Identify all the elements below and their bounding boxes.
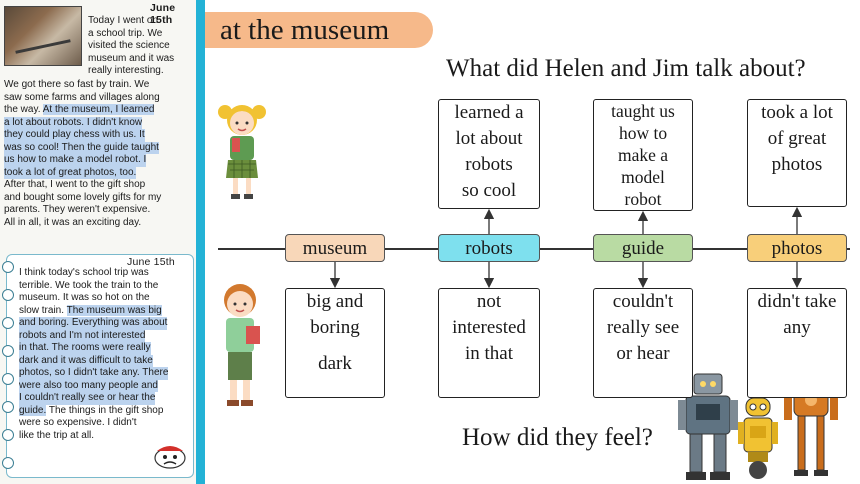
- diary-date: June 15th: [127, 256, 175, 268]
- note-line: of great: [767, 128, 827, 149]
- highlight-text: robots and I'm not interested: [19, 329, 146, 342]
- note-line: or hear: [616, 343, 670, 364]
- note-line: couldn't: [612, 291, 674, 312]
- diary-line: museum. It was so hot on the: [19, 292, 150, 303]
- jim-note-guide: couldn't really see or hear: [593, 288, 693, 398]
- binder-ring: [2, 457, 14, 469]
- note-line: really see: [606, 317, 680, 338]
- highlight-text: was so cool! Then the guide taught: [4, 141, 159, 154]
- question-bottom: How did they feel?: [462, 424, 653, 451]
- diary-line: visited the science: [88, 40, 170, 51]
- note-line: didn't take: [757, 291, 837, 312]
- note-line: learned a: [454, 102, 524, 123]
- diary-line: parents. They weren't expensive.: [4, 204, 151, 215]
- highlight-text: dark and it was difficult to take: [19, 354, 153, 367]
- gray-robot-icon: [678, 373, 738, 480]
- helen-diary: June 15th Today I went on a school trip.…: [0, 0, 196, 250]
- diary-line: a school trip. We: [88, 27, 163, 39]
- highlight-text: in that. The rooms were really: [19, 342, 151, 355]
- highlight-text: At the museum, I learned: [42, 104, 155, 115]
- topic-robots: robots: [438, 234, 540, 262]
- diary-line: really interesting.: [88, 65, 164, 76]
- diary-body: I think today's school trip was terrible…: [19, 267, 193, 442]
- diary-line: were so expensive. I didn't: [19, 417, 137, 428]
- divider-strip: [196, 0, 205, 484]
- note-line: boring: [310, 317, 360, 338]
- note-line: any: [783, 317, 811, 338]
- angry-face-icon: [154, 446, 186, 469]
- highlight-text: and boring. Everything was about: [19, 317, 168, 330]
- diary-line: All in all, it was an exciting day.: [4, 216, 142, 228]
- binder-ring: [2, 317, 14, 329]
- note-line: photos: [771, 154, 823, 175]
- diary-line: terrible. We took the train to the: [19, 279, 159, 291]
- binder-ring: [2, 289, 14, 301]
- diary-line: After that, I went to the gift shop: [4, 179, 146, 190]
- note-line: dark: [318, 353, 352, 374]
- binder-ring: [2, 261, 14, 273]
- highlight-text: us how to make a model robot. I: [4, 154, 147, 167]
- diary-date: June 15th: [150, 2, 176, 26]
- diary-line: the way. At the museum, I learned: [4, 104, 155, 115]
- note-line: big and: [306, 291, 364, 312]
- diary-line: saw some farms and villages along: [4, 91, 160, 103]
- title-banner: [205, 12, 433, 48]
- note-line: robot: [624, 189, 662, 209]
- note-line: not: [476, 291, 502, 312]
- binder-ring: [2, 429, 14, 441]
- note-line: robots: [465, 154, 513, 175]
- topic-photos: photos: [747, 234, 847, 262]
- diary-body: We got there so fast by train. We saw so…: [4, 79, 196, 229]
- page-title: at the museum: [220, 14, 390, 46]
- helen-note-photos: took a lot of great photos: [747, 99, 847, 207]
- question-top: What did Helen and Jim talk about?: [446, 55, 806, 82]
- highlight-text: they could play chess with us. It: [4, 129, 145, 142]
- jim-boy-icon: [224, 284, 260, 406]
- highlight-text: The museum was big: [66, 304, 162, 316]
- diary-panel: June 15th Today I went on a school trip.…: [0, 0, 197, 484]
- helen-girl-icon: [218, 105, 266, 199]
- highlight-text: were also too many people and: [19, 379, 158, 392]
- helen-note-robots: learned a lot about robots so cool: [438, 99, 540, 209]
- highlight-text: I couldn't really see or hear the: [19, 392, 156, 405]
- note-line: taught us: [611, 101, 675, 121]
- train-window-photo: [4, 6, 82, 66]
- jim-diary: June 15th I think today's school trip wa…: [2, 254, 194, 478]
- note-line: interested: [452, 317, 526, 338]
- diary-line: Today I went on: [88, 15, 159, 26]
- jim-note-photos: didn't take any: [747, 288, 847, 398]
- note-line: make a: [617, 145, 669, 165]
- helen-note-guide: taught us how to make a model robot: [593, 99, 693, 211]
- jim-note-museum: big and boring dark: [285, 288, 385, 398]
- yellow-robot-icon: [738, 397, 778, 479]
- binder-ring: [2, 373, 14, 385]
- note-line: took a lot: [761, 102, 833, 123]
- diary-line: guide. The things in the gift shop: [19, 404, 164, 416]
- highlight-text: a lot about robots. I didn't know: [4, 116, 143, 129]
- note-line: how to: [618, 123, 668, 143]
- diary-line: I think today's school trip was: [19, 267, 149, 278]
- jim-note-robots: not interested in that: [438, 288, 540, 398]
- binder-ring: [2, 401, 14, 413]
- topic-guide: guide: [593, 234, 693, 262]
- highlight-text: took a lot of great photos, too.: [4, 166, 137, 179]
- binder-ring: [2, 345, 14, 357]
- note-line: so cool: [461, 180, 517, 201]
- diary-intro: Today I went on a school trip. We visite…: [88, 15, 174, 78]
- diary-line: like the trip at all.: [19, 429, 95, 441]
- diary-line: We got there so fast by train. We: [4, 79, 150, 90]
- note-line: in that: [464, 343, 514, 364]
- highlight-text: photos, so I didn't take any. There: [19, 367, 169, 380]
- diary-line: and bought some lovely gifts for my: [4, 191, 162, 203]
- note-line: lot about: [455, 128, 523, 149]
- note-line: model: [621, 167, 665, 187]
- topic-museum: museum: [285, 234, 385, 262]
- diary-line: slow train. The museum was big: [19, 304, 162, 316]
- diary-line: museum and it was: [88, 52, 175, 64]
